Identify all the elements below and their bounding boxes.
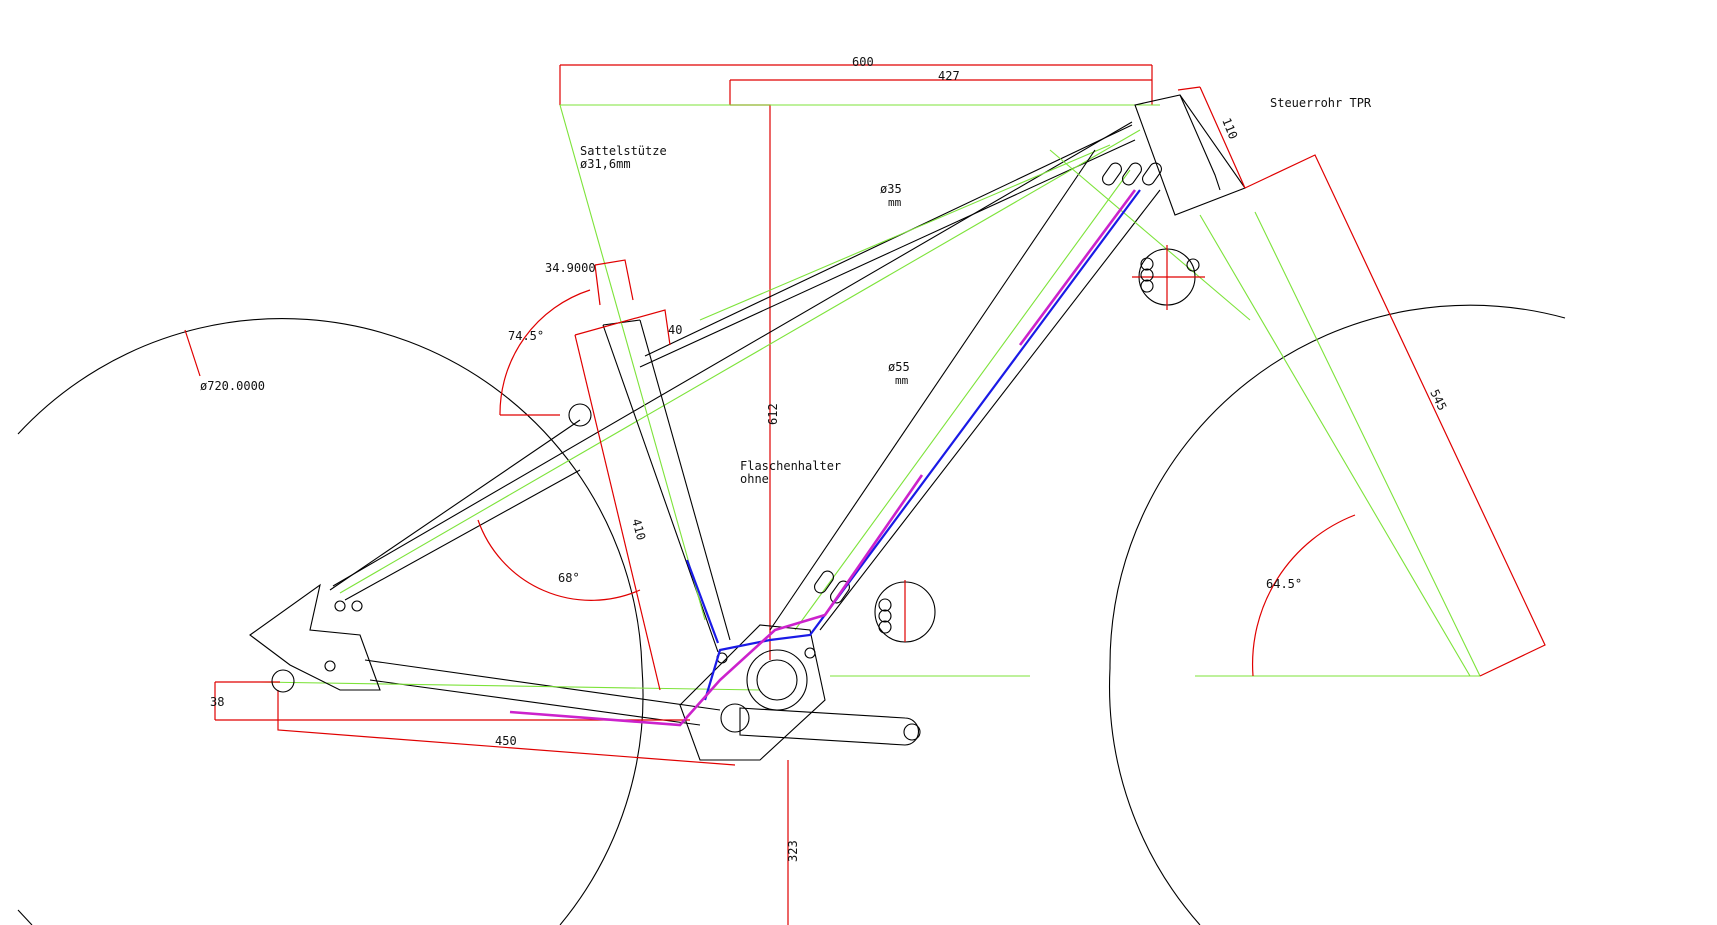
- head-tube: [1134, 86, 1246, 216]
- rear-wheel: [17, 318, 644, 925]
- stack-height-label: 612: [766, 403, 780, 425]
- bottle-holder-line2: ohne: [740, 472, 769, 486]
- boss-detail-lower: [874, 580, 936, 643]
- seatpost-diameter: ø31,6mm: [580, 157, 631, 171]
- top-dimensions: [559, 64, 1160, 660]
- brake-hose-stub: [685, 559, 720, 644]
- seat-tube: [559, 104, 731, 653]
- top-length-reach-label: 427: [938, 69, 960, 83]
- dropout-height-label: 38: [210, 695, 224, 709]
- bottle-holder-line1: Flaschenhalter: [740, 459, 841, 473]
- seattube-width-label: 40: [668, 323, 682, 337]
- shift-cable-lower: [509, 474, 924, 727]
- downtube-unit: mm: [895, 374, 909, 387]
- rear-wheel-lower: [17, 909, 33, 925]
- top-tube: [332, 121, 1141, 601]
- top-length-total-label: 600: [852, 55, 874, 69]
- rear-dropout: [249, 583, 381, 693]
- toptube-diameter: ø35: [880, 182, 902, 196]
- fork-geometry: [1195, 154, 1546, 677]
- downtube-diameter: ø55: [888, 360, 910, 374]
- crank-arm: [739, 707, 921, 746]
- boss-detail-upper: [1132, 245, 1205, 310]
- wheel-diameter-label: ø720.0000: [200, 379, 265, 393]
- down-tube: [769, 149, 1251, 631]
- head-angle-arc: [1251, 514, 1356, 677]
- seat-angle-arc: [499, 289, 591, 416]
- stays: [259, 419, 1030, 726]
- headtube-title: Steuerrohr TPR: [1270, 96, 1372, 110]
- chainstay-length-label: 450: [495, 734, 517, 748]
- shift-cable: [1018, 189, 1137, 346]
- seat-angle-label: 74.5°: [508, 329, 544, 343]
- motor-unit: [679, 624, 826, 761]
- seatpost-title: Sattelstütze: [580, 144, 667, 158]
- brake-hose: [703, 189, 1141, 701]
- head-angle-label: 64.5°: [1266, 577, 1302, 591]
- seattube-length-label: 410: [629, 517, 648, 542]
- seattube-offset-dim: [574, 259, 671, 691]
- seatstay-angle-arc: [477, 519, 641, 601]
- bb-height-label: 323: [786, 840, 800, 862]
- downtube-slots: [814, 162, 1162, 604]
- wheel-radius-dim: [184, 329, 201, 377]
- fork-length-label: 545: [1427, 387, 1449, 413]
- seattube-offset-label: 34.9000: [545, 261, 596, 275]
- toptube-unit: mm: [888, 196, 902, 209]
- seatstay-angle-label: 68°: [558, 571, 580, 585]
- front-wheel: [1108, 304, 1566, 925]
